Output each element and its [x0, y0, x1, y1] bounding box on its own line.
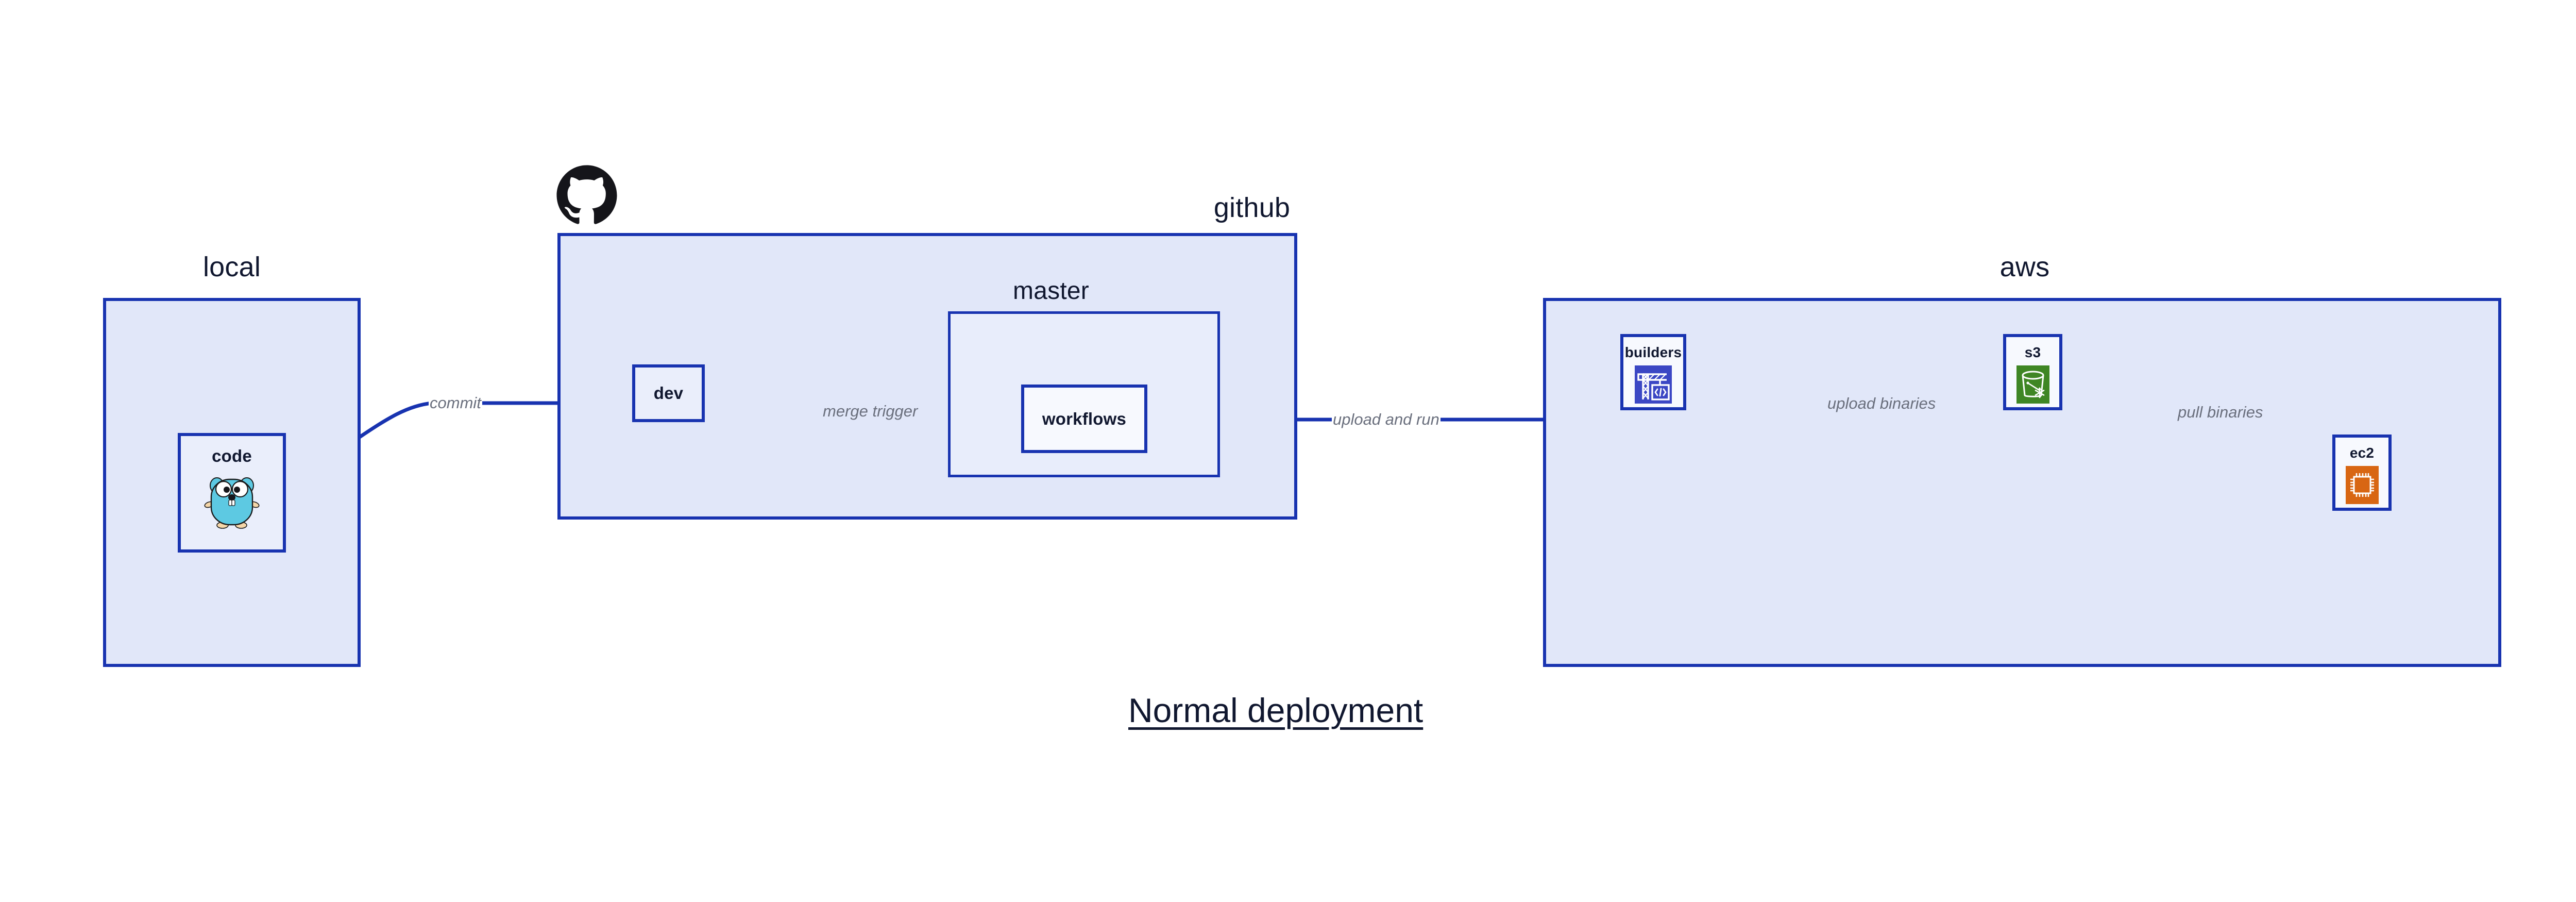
node-dev[interactable]: dev [632, 364, 705, 422]
edge-label-upload-and-run: upload and run [1332, 410, 1440, 428]
node-workflows[interactable]: workflows [1021, 385, 1147, 453]
edge-label-commit: commit [429, 394, 482, 412]
node-label-dev: dev [653, 383, 684, 403]
node-label-ec2: ec2 [2349, 444, 2375, 461]
go-gopher-icon [204, 472, 260, 531]
node-code[interactable]: code [178, 433, 286, 553]
edge-label-upload-binaries: upload binaries [1826, 394, 1937, 412]
aws-codebuild-icon [1635, 365, 1672, 406]
edge-label-pull-binaries: pull binaries [2178, 403, 2263, 421]
aws-ec2-icon [2345, 465, 2379, 507]
group-label-aws: aws [1999, 252, 2050, 282]
edge-label-merge-trigger: merge trigger [822, 402, 919, 420]
aws-s3-glacier-icon [2016, 365, 2049, 406]
github-octocat-icon [556, 165, 617, 224]
node-label-code: code [212, 446, 252, 465]
group-label-local: local [202, 252, 261, 282]
node-builders[interactable]: builders [1620, 334, 1686, 410]
group-label-github: github [1213, 192, 1291, 223]
github-logo [555, 164, 618, 229]
diagram-title: Normal deployment [1128, 691, 1423, 729]
node-label-workflows: workflows [1042, 409, 1127, 428]
node-label-s3: s3 [2024, 344, 2041, 360]
group-box-local [103, 298, 361, 667]
node-s3[interactable]: s3 [2003, 334, 2062, 410]
group-label-master: master [1013, 277, 1089, 305]
node-ec2[interactable]: ec2 [2332, 435, 2392, 511]
node-label-builders: builders [1624, 344, 1682, 360]
